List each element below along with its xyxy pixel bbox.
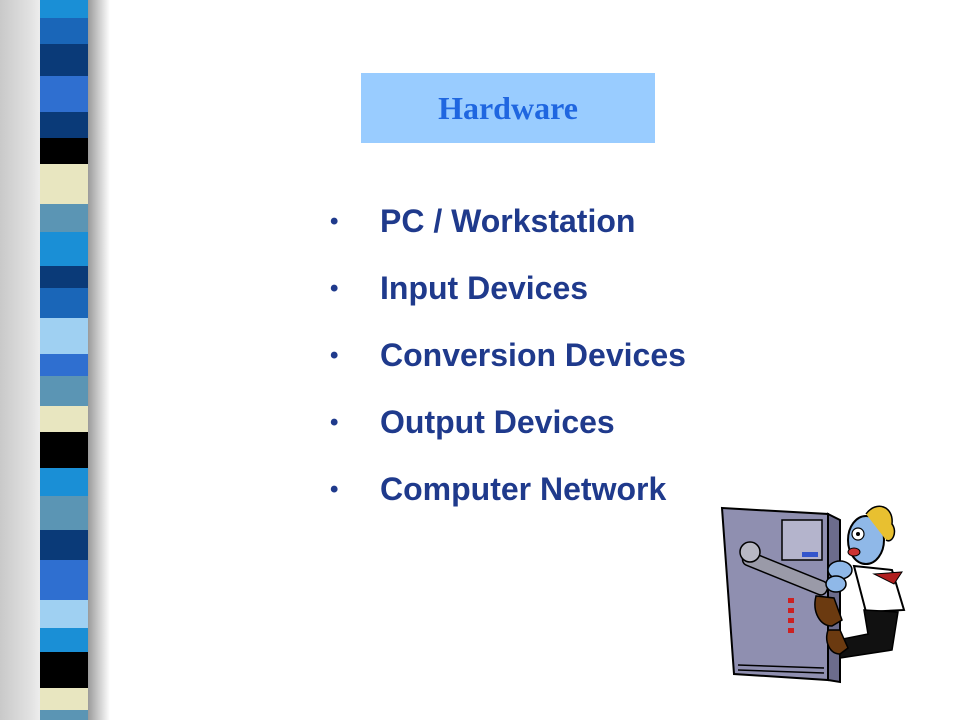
list-item: • Input Devices <box>330 255 686 322</box>
title-box: Hardware <box>361 73 655 143</box>
page-title: Hardware <box>438 89 578 126</box>
stripe-shadow <box>88 0 110 720</box>
bullet-icon: • <box>330 408 339 436</box>
stripe-block <box>40 138 88 164</box>
stripe-block <box>40 232 88 266</box>
bullet-text: Output Devices <box>380 404 615 440</box>
list-item: • Computer Network <box>330 456 686 523</box>
bullet-list: • PC / Workstation • Input Devices • Con… <box>330 188 686 523</box>
stripe-block <box>40 530 88 560</box>
stripe-block <box>40 44 88 76</box>
list-item: • Conversion Devices <box>330 322 686 389</box>
bullet-icon: • <box>330 341 339 369</box>
stripe-block <box>40 406 88 432</box>
decorative-stripe-bar <box>0 0 110 720</box>
stripe-block <box>40 164 88 204</box>
stripe-block <box>40 468 88 496</box>
stripe-block <box>40 496 88 530</box>
bullet-icon: • <box>330 274 339 302</box>
stripe-block <box>40 112 88 138</box>
stripe-block <box>40 652 88 688</box>
stripe-block <box>40 354 88 376</box>
stripe-block <box>40 432 88 468</box>
stripe-block <box>40 0 88 18</box>
stripe-block <box>40 76 88 112</box>
list-item: • PC / Workstation <box>330 188 686 255</box>
bullet-text: Computer Network <box>380 471 667 507</box>
bullet-icon: • <box>330 475 339 503</box>
bullet-icon: • <box>330 207 339 235</box>
stripe-block <box>40 628 88 652</box>
stripe-block <box>40 204 88 232</box>
stripe-block <box>40 376 88 406</box>
bullet-text: PC / Workstation <box>380 203 636 239</box>
stripe-block <box>40 266 88 288</box>
list-item: • Output Devices <box>330 389 686 456</box>
stripe-block <box>40 318 88 354</box>
bullet-text: Input Devices <box>380 270 589 306</box>
stripe-block <box>40 18 88 44</box>
frustrated-man-at-computer-clipart <box>720 505 906 684</box>
stripe-block <box>40 600 88 628</box>
bullet-text: Conversion Devices <box>380 337 686 373</box>
stripe-block <box>40 710 88 720</box>
stripe-shade <box>0 0 44 720</box>
stripe-block <box>40 560 88 600</box>
stripe-block <box>40 688 88 710</box>
stripe-block <box>40 288 88 318</box>
